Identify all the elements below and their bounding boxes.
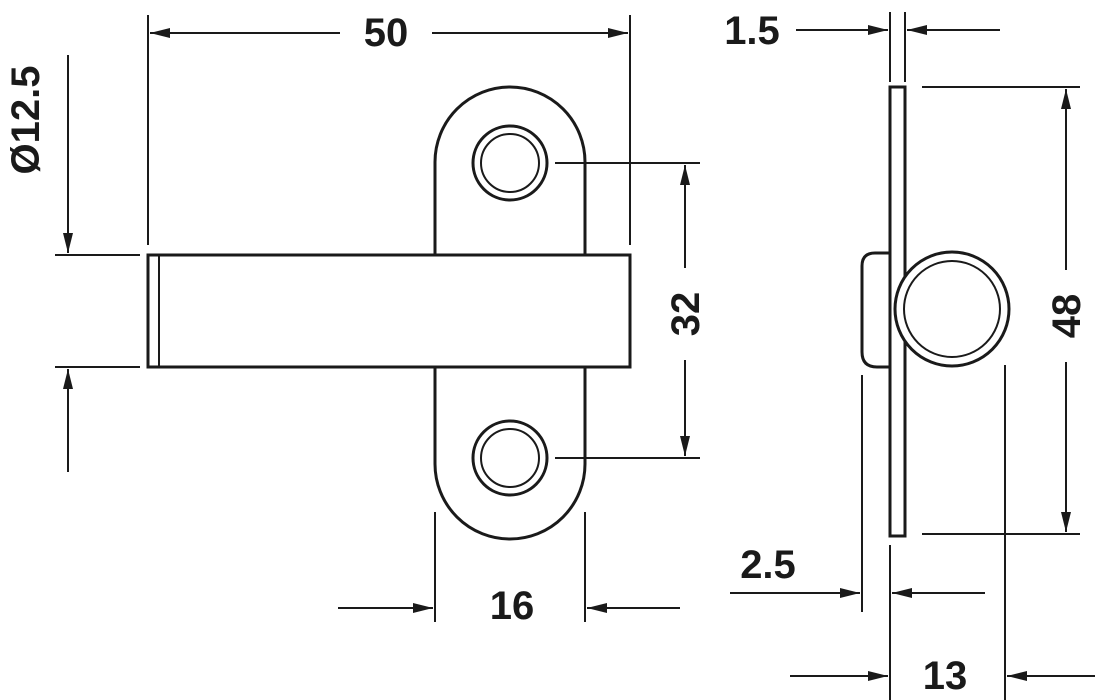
front-extension-lines — [55, 15, 700, 622]
dimension-1-5: 1.5 — [724, 9, 1000, 53]
dimension-label-50: 50 — [364, 11, 409, 55]
dimension-2-5: 2.5 — [730, 543, 985, 598]
bottom-screw-hole-inner — [480, 428, 540, 488]
pin-end-inner — [903, 260, 1001, 358]
top-screw-hole-inner — [480, 133, 540, 193]
dimension-label-1-5: 1.5 — [724, 9, 780, 53]
dimension-13: 13 — [790, 654, 1095, 698]
side-view — [860, 85, 1011, 538]
side-extension-lines — [861, 12, 1080, 700]
dimension-label-32: 32 — [664, 292, 708, 337]
dimension-label-diameter: Ø12.5 — [4, 66, 48, 175]
dimension-diameter-12-5: Ø12.5 — [4, 55, 73, 472]
dimension-16: 16 — [338, 584, 680, 628]
front-view — [146, 85, 632, 541]
bottom-screw-hole-outer — [471, 419, 549, 497]
dimension-48: 48 — [1045, 89, 1089, 532]
dimension-label-48: 48 — [1045, 294, 1089, 339]
dimension-label-2-5: 2.5 — [740, 543, 796, 587]
pin-end-outer — [893, 250, 1011, 368]
dimension-32: 32 — [664, 165, 708, 456]
dimension-label-13: 13 — [923, 654, 968, 698]
dimension-label-16: 16 — [490, 584, 535, 628]
top-screw-hole-outer — [471, 124, 549, 202]
pin-bar — [146, 253, 632, 369]
dimension-50: 50 — [150, 11, 628, 55]
